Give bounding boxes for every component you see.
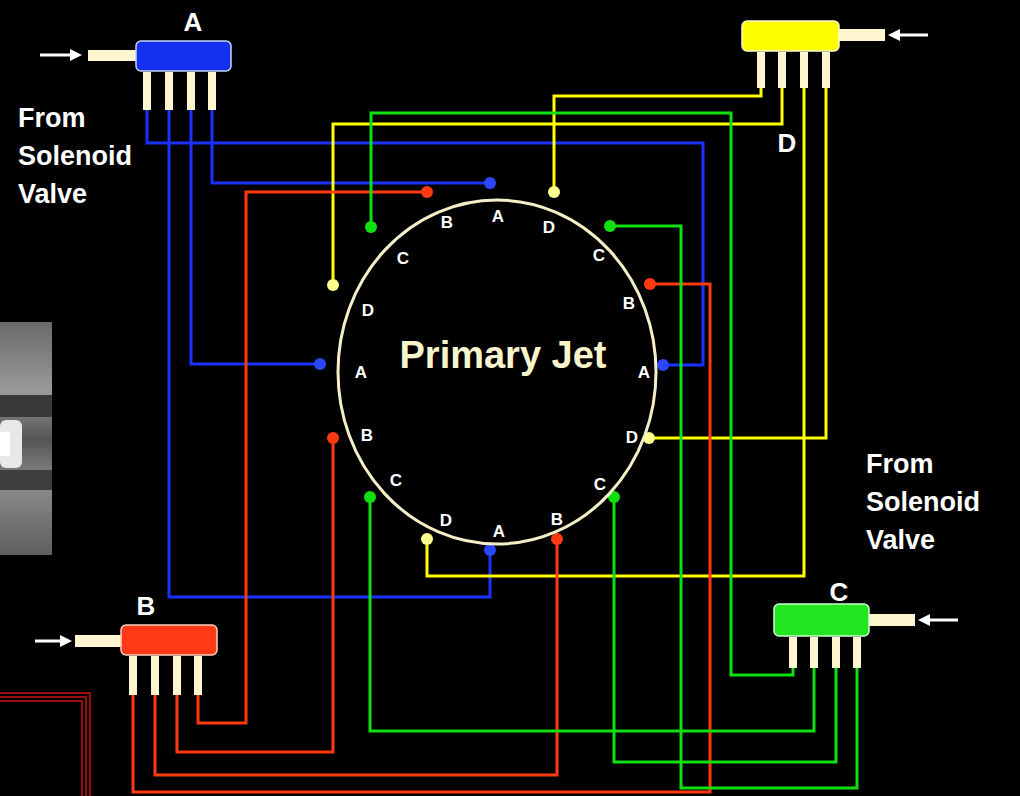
jet-photo xyxy=(0,322,52,555)
port-letter: B xyxy=(441,214,453,231)
port-dot xyxy=(644,278,656,290)
feed-line xyxy=(198,192,427,723)
feed-line xyxy=(333,88,782,285)
feed-line xyxy=(191,110,320,364)
manifold-shape xyxy=(120,624,218,695)
manifold-label: A xyxy=(184,9,203,35)
inlet-note: From Solenoid Valve xyxy=(866,445,996,559)
port-letter: D xyxy=(543,219,555,236)
port-dot xyxy=(327,432,339,444)
port-letter: D xyxy=(440,512,452,529)
port-letter: C xyxy=(594,476,606,493)
port-dot xyxy=(421,186,433,198)
manifold-label: C xyxy=(830,579,849,605)
manifold-box: C xyxy=(773,603,870,668)
port-dot xyxy=(551,533,563,545)
manifold-label: D xyxy=(778,130,797,156)
manifold-label: B xyxy=(137,593,156,619)
port-letter: A xyxy=(638,364,650,381)
red-outline xyxy=(0,693,90,796)
jet-label: Primary Jet xyxy=(399,336,606,374)
manifold-box: D xyxy=(741,20,840,88)
port-letter: A xyxy=(493,523,505,540)
port-dot xyxy=(604,220,616,232)
feed-line xyxy=(610,226,857,788)
port-letter: B xyxy=(551,511,563,528)
port-dot xyxy=(421,533,433,545)
port-letter: A xyxy=(492,208,504,225)
port-letter: B xyxy=(361,427,373,444)
port-letter: C xyxy=(593,247,605,264)
feed-line xyxy=(427,88,804,576)
port-letter: D xyxy=(626,429,638,446)
feed-line xyxy=(177,438,333,752)
manifold-shape xyxy=(773,603,870,668)
port-dot xyxy=(484,544,496,556)
inlet-arrows xyxy=(35,29,958,647)
port-dot xyxy=(364,491,376,503)
port-dot xyxy=(484,177,496,189)
port-dot xyxy=(657,359,669,371)
manifold-shape xyxy=(135,40,232,110)
port-letter: D xyxy=(362,302,374,319)
feed-line xyxy=(371,113,793,675)
port-dot xyxy=(327,279,339,291)
port-dot xyxy=(365,221,377,233)
port-dot xyxy=(314,358,326,370)
port-letter: C xyxy=(397,250,409,267)
manifold-shape xyxy=(741,20,840,88)
port-dot xyxy=(548,186,560,198)
inlet-note: From Solenoid Valve xyxy=(18,99,148,213)
port-letter: C xyxy=(390,472,402,489)
port-letter: A xyxy=(355,364,367,381)
manifold-box: A xyxy=(135,40,232,110)
feed-line xyxy=(155,539,557,775)
feed-line xyxy=(147,110,703,365)
feed-line xyxy=(649,88,826,438)
port-letter: B xyxy=(623,295,635,312)
manifold-box: B xyxy=(120,624,218,695)
primary-jet-circle: Primary Jet xyxy=(320,183,663,550)
feed-line xyxy=(133,284,710,792)
feed-line xyxy=(212,110,490,183)
inlet-pipes xyxy=(75,29,915,647)
